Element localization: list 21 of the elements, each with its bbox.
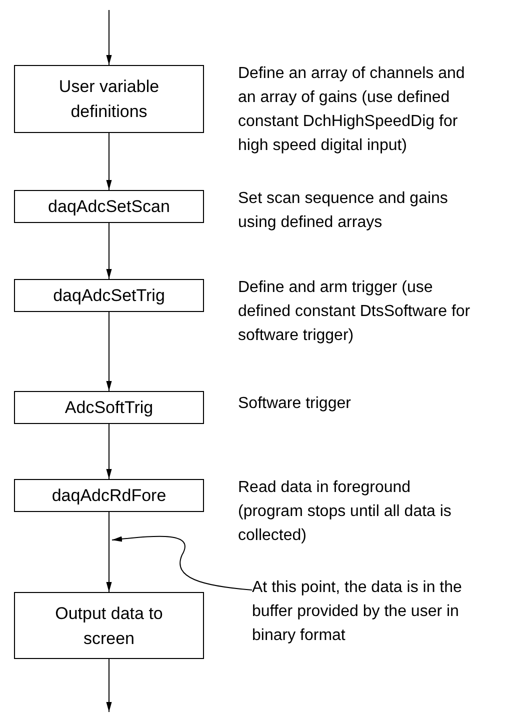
box-label: AdcSoftTrig — [64, 397, 154, 419]
box-label: Output data to screen — [54, 602, 164, 650]
process-box — [14, 592, 204, 659]
leader-line — [112, 536, 252, 590]
step-description: Define and arm trigger (use defined constant DtsSoftware for software trigger) — [238, 278, 472, 346]
step-description: Define an array of channels and an array of gains (use defined constant DchHighSpeedDig for high speed digital input) — [238, 64, 466, 156]
arrow — [106, 658, 112, 712]
step-description: Read data in foreground (program stops until all data is collected) — [238, 478, 452, 546]
box-label: User variable definitions — [58, 76, 160, 123]
box-label: daqAdcSetScan — [47, 196, 171, 218]
arrow — [106, 312, 112, 392]
arrow — [106, 512, 112, 592]
box-label: daqAdcSetTrig — [52, 285, 166, 307]
arrow — [106, 222, 112, 280]
arrow — [106, 132, 112, 190]
callout-text: At this point, the data is in the buffer provided by the user in binary format — [252, 576, 497, 648]
arrow — [106, 10, 112, 66]
step-description: Software trigger — [238, 394, 352, 414]
arrow — [106, 424, 112, 480]
step-description: Set scan sequence and gains using defined arrays — [238, 189, 449, 233]
box-label: daqAdcRdFore — [50, 485, 168, 507]
